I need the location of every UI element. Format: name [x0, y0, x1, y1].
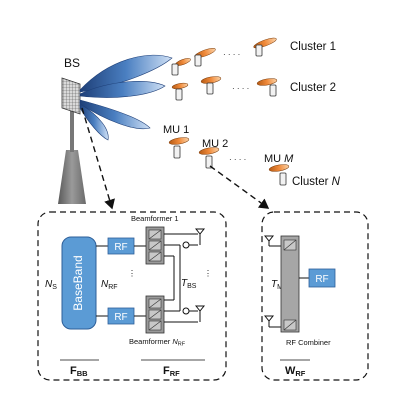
mu-m-beam — [268, 164, 290, 172]
nrf-label: NRF — [101, 279, 118, 291]
rf-combiner-label: RF Combiner — [286, 338, 331, 347]
tbs-label: TBS — [181, 278, 197, 290]
rf-chain-bottom-label: RF — [114, 312, 127, 323]
antenna-vertical-dots: ⋮ — [204, 269, 212, 278]
rx-antennas — [263, 235, 281, 328]
mu-2-beam — [198, 147, 220, 155]
cluster-2-devices: · · · · Cluster 2 — [171, 76, 336, 101]
arrow-mu-to-receiver — [209, 165, 270, 209]
combining-network — [164, 233, 198, 323]
mu-m-label: MU M — [264, 153, 294, 165]
beam-mu-cluster — [79, 99, 151, 130]
beamformer-n-label: Beamformer NRF — [129, 337, 186, 348]
receiver-box: TMU RF RF Combiner WRF — [261, 211, 369, 381]
cluster-n-ellipsis: · · · · — [229, 155, 246, 164]
rf-chain-top-label: RF — [114, 242, 127, 253]
cluster-2-ellipsis: · · · · — [232, 84, 249, 93]
rf-combiner-block — [280, 235, 300, 333]
mu-2-label: MU 2 — [202, 138, 228, 150]
cluster-2-phone-c — [175, 88, 183, 101]
mu-1-phone — [173, 145, 181, 159]
transmitter-box: BaseBand NS RF RF NRF ⋮ Beamformer 1 — [37, 211, 227, 381]
cluster-n-label: Cluster N — [292, 176, 341, 188]
baseband-block — [61, 236, 97, 330]
mu-m-phone — [279, 172, 287, 186]
cluster-1-phone-a — [194, 54, 202, 67]
wrf-label: WRF — [285, 365, 306, 378]
tower-body — [58, 150, 86, 204]
fbb-label: FBB — [70, 365, 88, 378]
beam-group — [79, 54, 173, 141]
beam-cluster-2 — [79, 81, 166, 98]
rf-combiner-phase-shifters — [283, 239, 297, 331]
rf-vertical-dots: ⋮ — [128, 269, 136, 278]
beamformer-1-phase-shifters — [148, 229, 162, 262]
baseband-label: BaseBand — [71, 255, 85, 310]
base-station: BS — [58, 56, 86, 204]
mu-1-label: MU 1 — [163, 124, 189, 136]
cluster-1-label: Cluster 1 — [290, 41, 336, 53]
cluster-1-phone-b — [255, 44, 263, 57]
cluster-1-ellipsis: · · · · — [223, 50, 240, 59]
cluster-2-label: Cluster 2 — [290, 82, 336, 94]
ns-label: NS — [45, 279, 57, 291]
beamformer-n-phase-shifters — [148, 298, 162, 331]
transmitter-border — [37, 211, 227, 381]
cluster-2-beam-c — [171, 82, 189, 90]
mu-2-phone — [205, 155, 213, 169]
cluster-2-beam-b — [256, 78, 278, 86]
arrow-bs-to-transmitter — [81, 107, 115, 210]
cluster-2-phone-b — [269, 84, 277, 97]
rx-rf-chain-label: RF — [315, 274, 328, 285]
frf-label: FRF — [163, 365, 180, 378]
cluster-2-phone-a — [206, 82, 214, 95]
mu-1-beam — [168, 137, 190, 145]
cluster-1-phone-c — [171, 63, 179, 76]
bs-label: BS — [64, 56, 80, 70]
tower-mast — [70, 108, 74, 152]
cluster-1-devices: · · · · Cluster 1 — [171, 37, 336, 76]
antenna-panel — [61, 77, 81, 115]
tx-antennas — [194, 228, 206, 322]
receiver-border — [261, 211, 369, 381]
beamformer-1-label: Beamformer 1 — [131, 214, 179, 223]
cluster-n-devices: MU 1 MU 2 · · · · MU M Cluster N — [163, 124, 341, 188]
beam-lower — [79, 103, 109, 141]
rx-rf-chain — [308, 268, 336, 288]
